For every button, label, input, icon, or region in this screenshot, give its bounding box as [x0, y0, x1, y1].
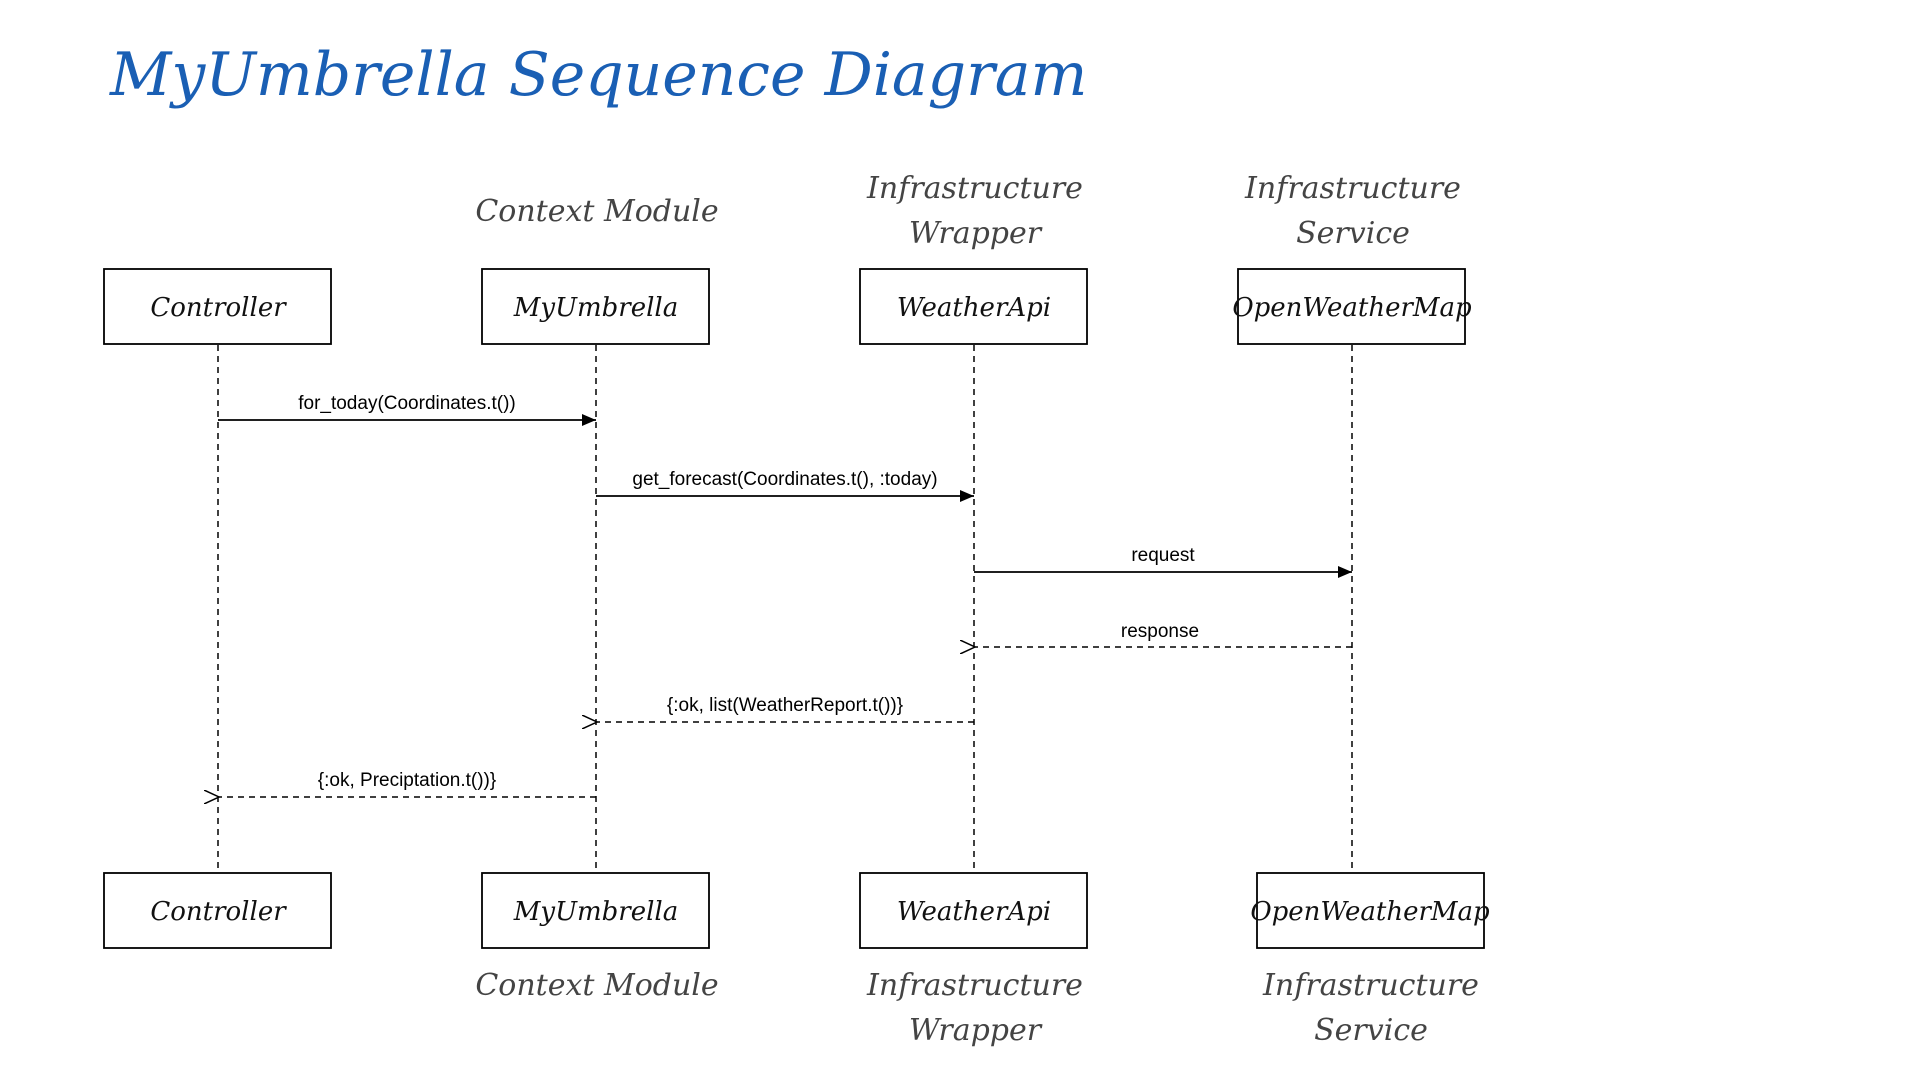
participant-box-controller-bottom: Controller	[103, 872, 332, 949]
role-label-infrastructure-service-bottom-2: Service	[1314, 1013, 1428, 1048]
lifelines	[217, 345, 1353, 873]
message-ok-precipitation: {:ok, Preciptation.t())}	[219, 770, 596, 797]
message-response: response	[975, 621, 1352, 647]
role-label-infrastructure-service-bottom-1: Infrastructure	[1262, 968, 1479, 1003]
participant-name: MyUmbrella	[513, 293, 678, 323]
participant-name: MyUmbrella	[513, 897, 678, 927]
participant-box-openweathermap-top: OpenWeatherMap	[1232, 268, 1472, 345]
message-label: {:ok, list(WeatherReport.t())}	[667, 695, 903, 716]
participant-box-weatherapi-bottom: WeatherApi	[859, 872, 1088, 949]
participant-box-openweathermap-bottom: OpenWeatherMap	[1250, 872, 1490, 949]
bottom-participant-boxes: Controller MyUmbrella WeatherApi OpenWea…	[103, 872, 1490, 949]
role-label-infrastructure-service-top-1: Infrastructure	[1244, 171, 1461, 206]
role-label-infrastructure-service-top-2: Service	[1296, 216, 1410, 251]
message-label: request	[1131, 545, 1195, 566]
message-label: {:ok, Preciptation.t())}	[318, 770, 496, 791]
participant-box-controller-top: Controller	[103, 268, 332, 345]
role-label-context-module-bottom: Context Module	[475, 968, 718, 1003]
top-role-labels: Context Module Infrastructure Wrapper In…	[475, 171, 1461, 251]
role-label-context-module-top: Context Module	[475, 194, 718, 229]
participant-name: WeatherApi	[897, 897, 1051, 927]
bottom-role-labels: Context Module Infrastructure Wrapper In…	[475, 968, 1479, 1048]
role-label-infrastructure-wrapper-top-2: Wrapper	[909, 216, 1043, 251]
participant-box-myumbrella-bottom: MyUmbrella	[481, 872, 710, 949]
role-label-infrastructure-wrapper-top-1: Infrastructure	[866, 171, 1083, 206]
message-label: response	[1121, 621, 1199, 642]
participant-box-weatherapi-top: WeatherApi	[859, 268, 1088, 345]
message-label: get_forecast(Coordinates.t(), :today)	[632, 469, 937, 490]
role-label-infrastructure-wrapper-bottom-2: Wrapper	[909, 1013, 1043, 1048]
message-request: request	[974, 545, 1352, 578]
participant-name: OpenWeatherMap	[1250, 897, 1490, 927]
participant-name: Controller	[150, 293, 287, 323]
participant-name: Controller	[150, 897, 287, 927]
message-ok-weather-reports: {:ok, list(WeatherReport.t())}	[597, 695, 974, 722]
diagram-title: MyUmbrella Sequence Diagram	[109, 40, 1087, 110]
message-for-today: for_today(Coordinates.t())	[218, 393, 596, 426]
role-label-infrastructure-wrapper-bottom-1: Infrastructure	[866, 968, 1083, 1003]
participant-name: WeatherApi	[897, 293, 1051, 323]
message-label: for_today(Coordinates.t())	[298, 393, 516, 414]
messages: for_today(Coordinates.t()) get_forecast(…	[218, 393, 1352, 797]
participant-name: OpenWeatherMap	[1232, 293, 1472, 323]
message-get-forecast: get_forecast(Coordinates.t(), :today)	[596, 469, 974, 502]
participant-box-myumbrella-top: MyUmbrella	[481, 268, 710, 345]
top-participant-boxes: Controller MyUmbrella WeatherApi OpenWea…	[103, 268, 1472, 345]
